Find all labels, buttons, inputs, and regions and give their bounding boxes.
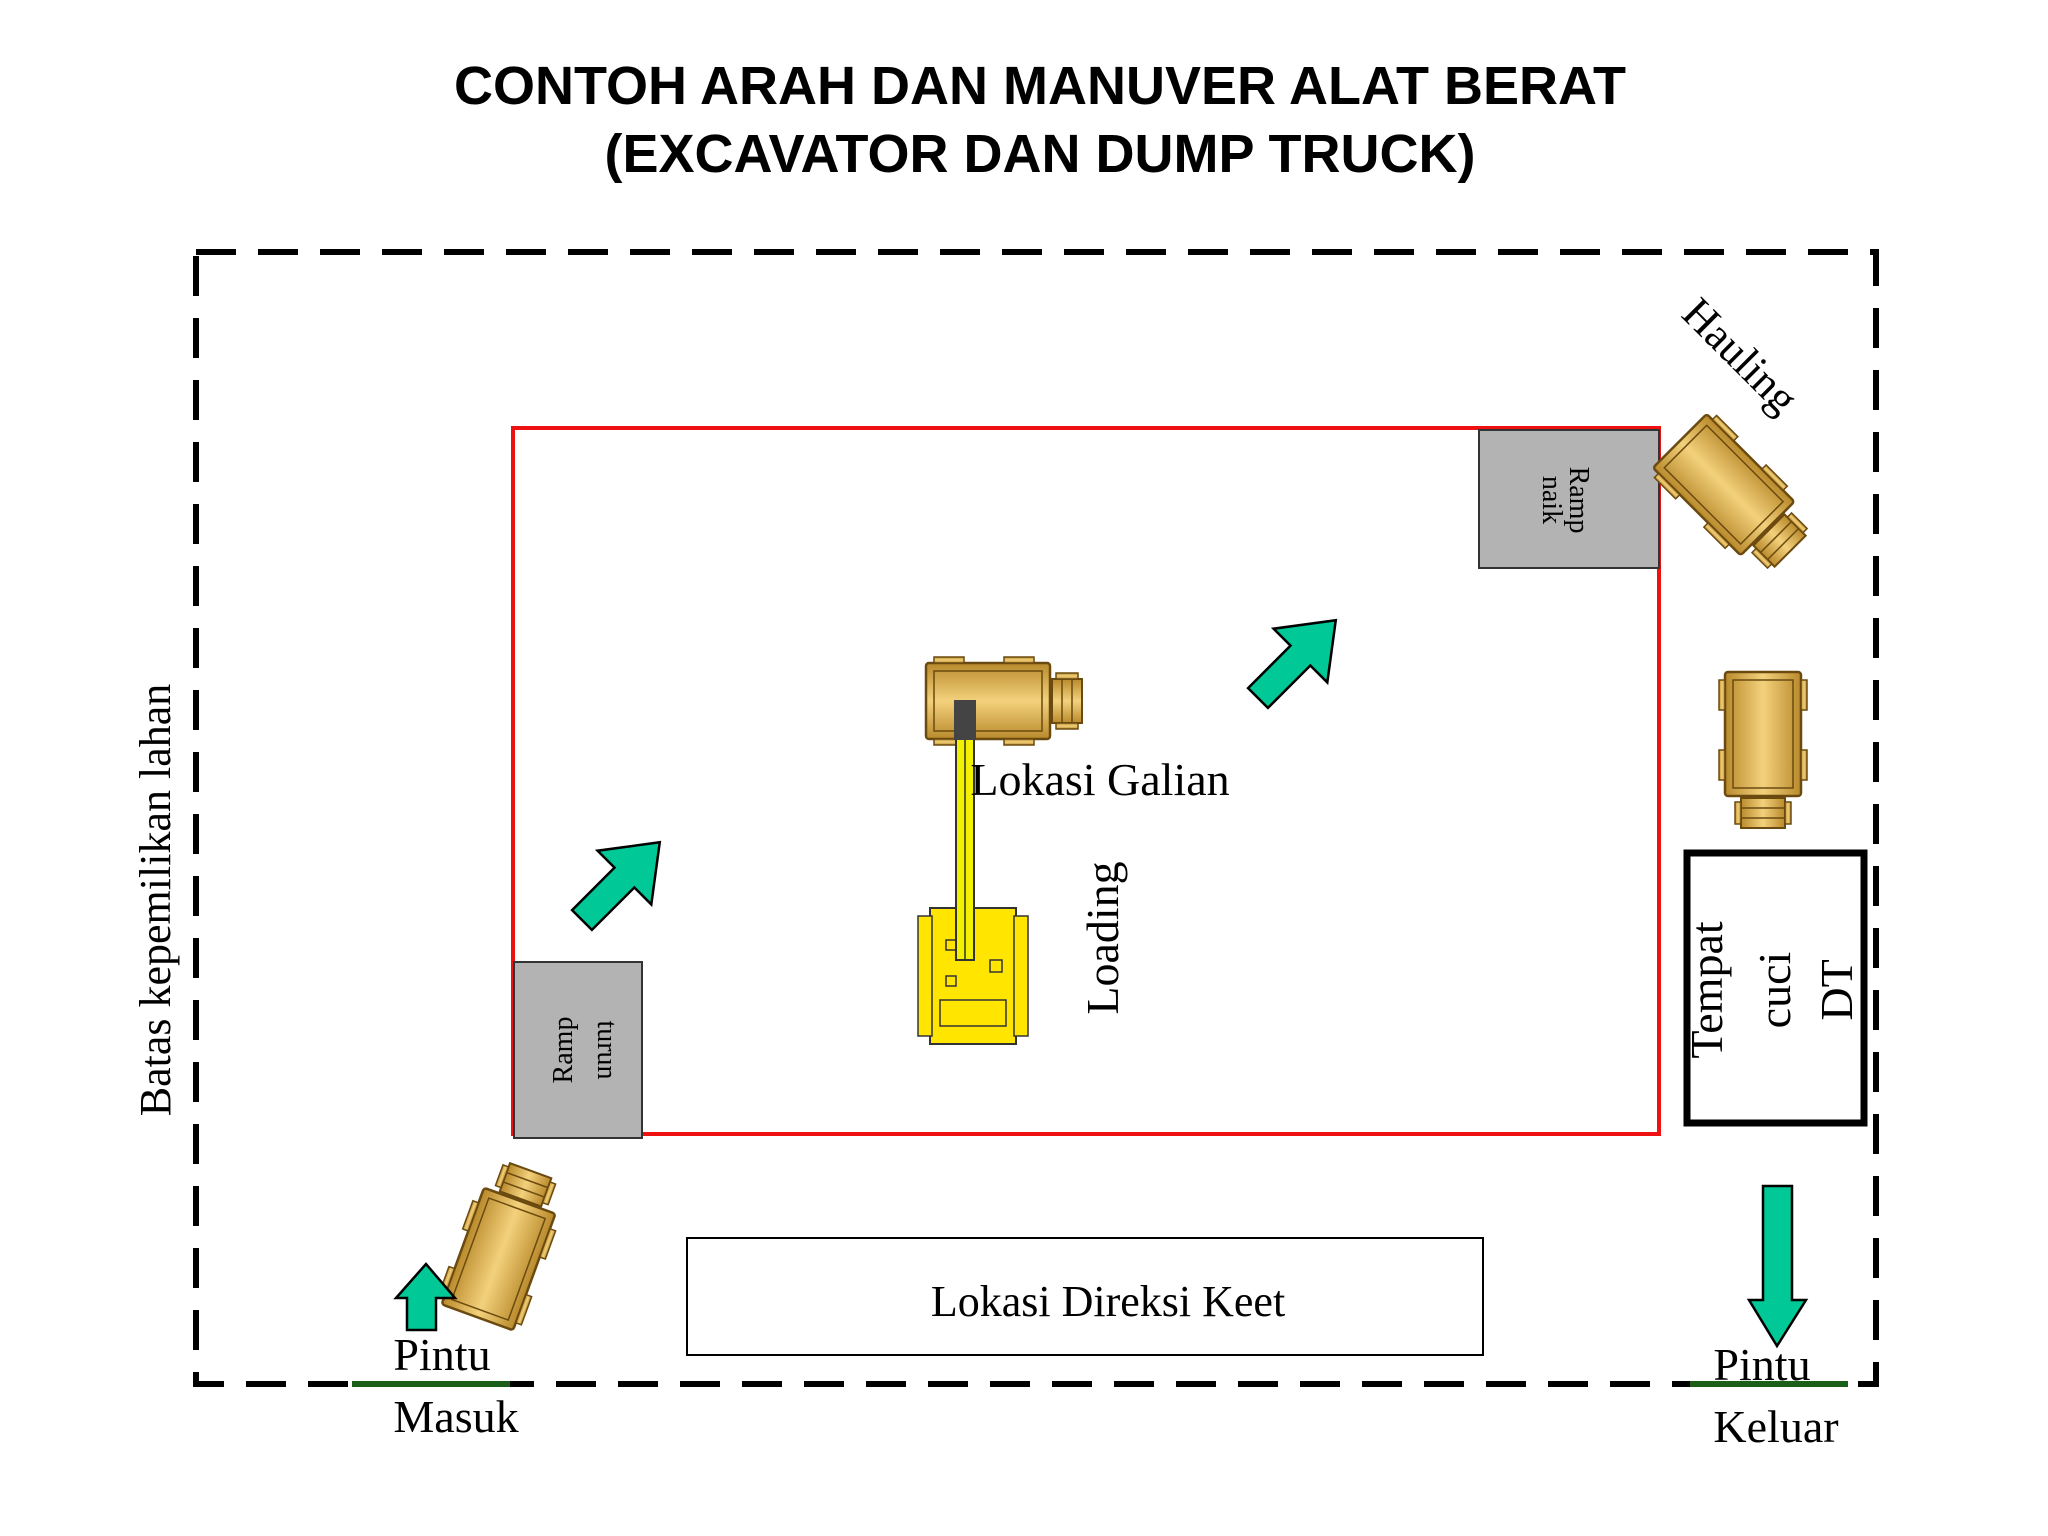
site-office-label: Lokasi Direksi Keet — [931, 1277, 1285, 1326]
washing-area — [1683, 849, 1868, 1127]
dump-truck-entrance — [434, 1154, 574, 1334]
ramp-up-label-2: naik — [1536, 476, 1567, 524]
site-office-box — [686, 1237, 1484, 1356]
ramp-down — [513, 961, 643, 1139]
dig-site-label: Lokasi Galian — [970, 754, 1229, 805]
entrance-arrow — [393, 1262, 458, 1332]
entrance-label-2: Masuk — [393, 1391, 518, 1442]
title-line-1: CONTOH ARAH DAN MANUVER ALAT BERAT — [454, 56, 1626, 116]
flow-arrow-in — [570, 840, 662, 932]
boundary-label: Batas kepemilikan lahan — [131, 684, 180, 1117]
hauling-label: Hauling — [1673, 288, 1808, 423]
ramp-down-label-1: Ramp — [548, 1017, 579, 1084]
exit-label-2: Keluar — [1713, 1401, 1838, 1452]
title-line-2: (EXCAVATOR DAN DUMP TRUCK) — [605, 124, 1476, 184]
dump-truck-hauling — [1647, 408, 1823, 584]
land-boundary — [193, 249, 1879, 1387]
dump-truck-loading — [924, 655, 1084, 747]
excavator — [917, 700, 1029, 1045]
ramp-up-label-1: Ramp — [1563, 467, 1594, 534]
flow-arrow-out — [1246, 618, 1338, 710]
dig-site-area — [511, 426, 1661, 1136]
washing-label-1: Tempat — [1681, 921, 1732, 1059]
dump-truck-washing — [1717, 670, 1809, 830]
ramp-down-label-2: turun — [591, 1020, 622, 1079]
loading-label: Loading — [1077, 861, 1128, 1014]
washing-label-2: cuci — [1749, 952, 1800, 1029]
washing-label-3: DT — [1811, 959, 1862, 1020]
ramp-up — [1478, 429, 1660, 569]
exit-label-1: Pintu — [1713, 1339, 1810, 1390]
exit-arrow — [1746, 1184, 1809, 1349]
entrance-label-1: Pintu — [393, 1329, 490, 1380]
